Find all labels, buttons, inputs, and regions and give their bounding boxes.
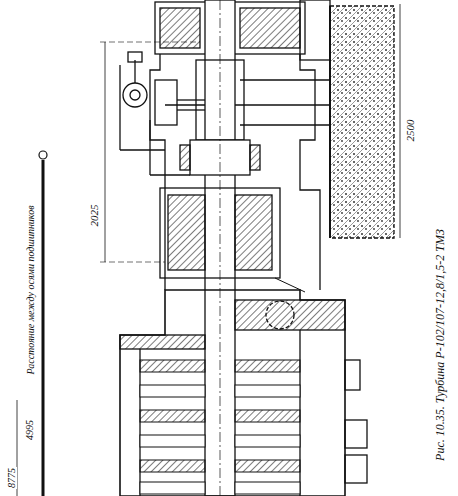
blade-stage <box>235 410 300 422</box>
blade-stage <box>140 460 205 472</box>
blade-stage <box>140 385 205 397</box>
blade-stage <box>140 410 205 422</box>
blade-stage <box>140 360 205 372</box>
figure-caption: Рис. 10.35. Турбина Р-102/107-12,8/1,5-2… <box>434 228 446 462</box>
blade-stage <box>235 360 300 372</box>
dimension-value: 2025 <box>89 203 100 227</box>
blade-stage <box>140 435 205 447</box>
blade-stage <box>235 385 300 397</box>
blade-stage <box>235 435 300 447</box>
blade-stage <box>140 482 205 494</box>
dimension-note: Расстояние между осями подшипников <box>25 204 35 375</box>
dimension-value: 2500 <box>405 118 416 142</box>
dimension-value: 8775 <box>7 467 17 489</box>
blade-stage <box>235 460 300 472</box>
blade-stage <box>235 482 300 494</box>
dimension-value: 4995 <box>25 419 35 441</box>
